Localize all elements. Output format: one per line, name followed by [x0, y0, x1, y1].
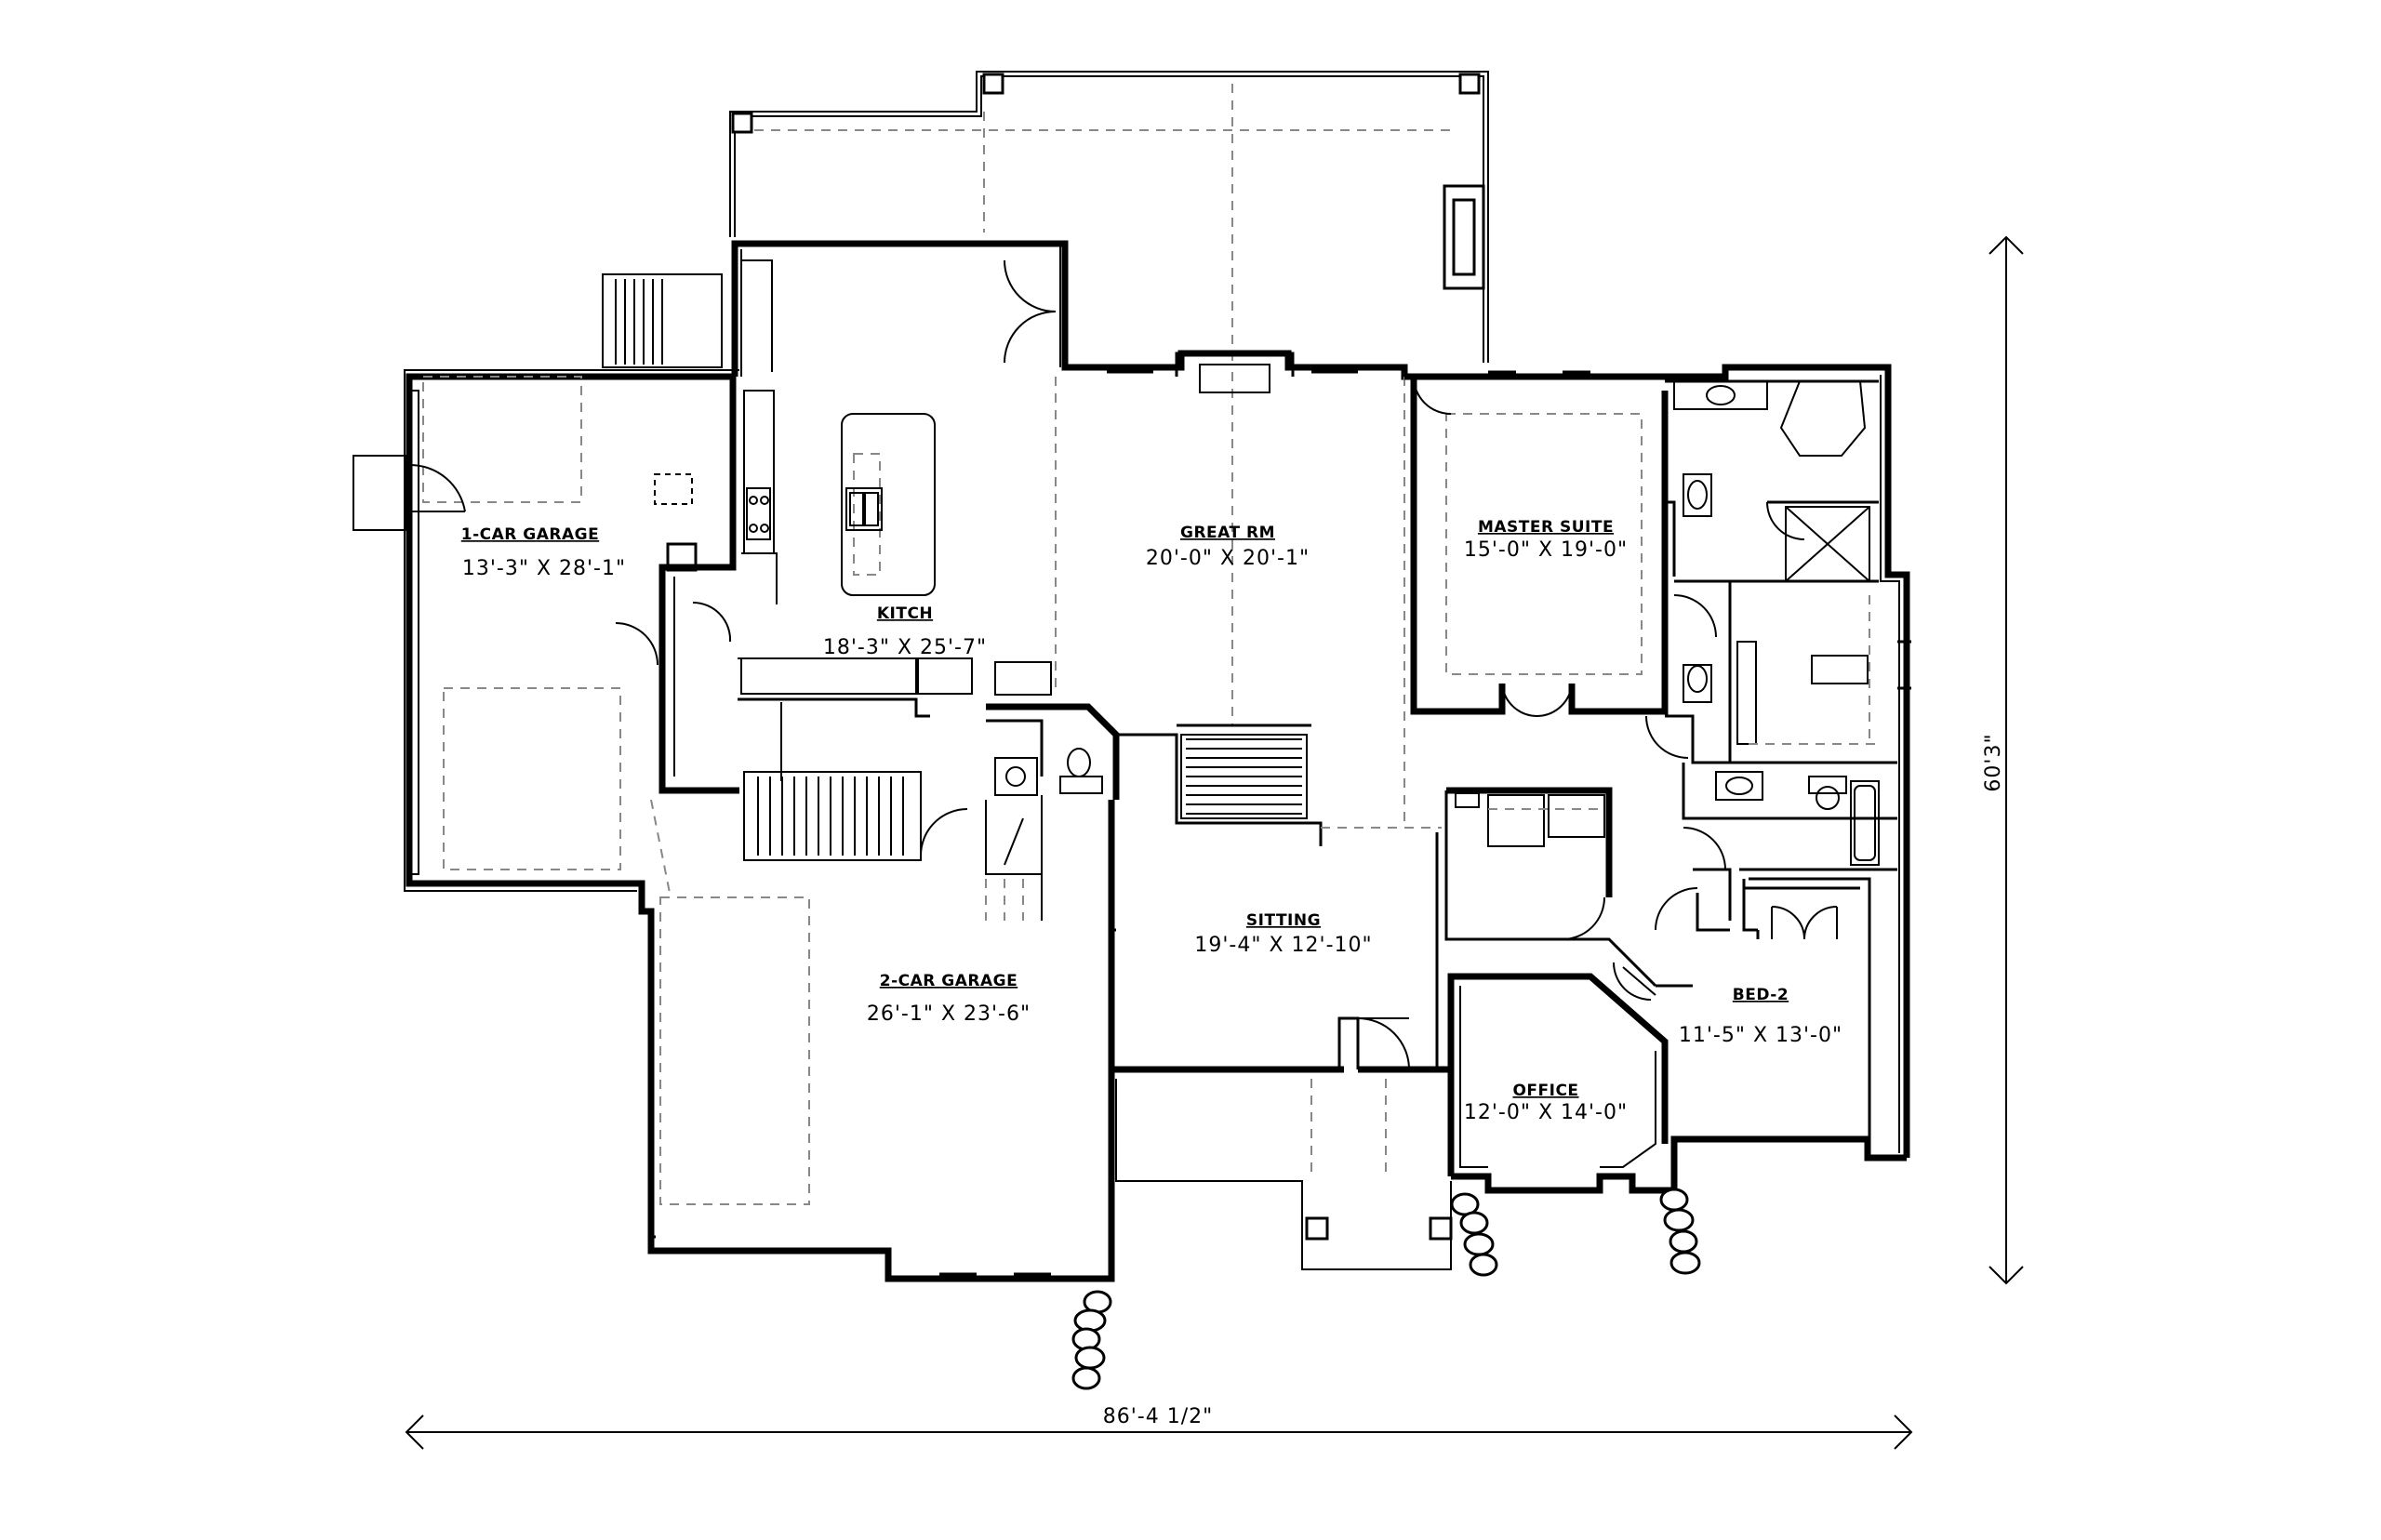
garage2-name: 2-CAR GARAGE — [880, 972, 1018, 990]
sitting-name: SITTING — [1246, 911, 1321, 930]
master-suite-dims: 15'-0" X 19'-0" — [1464, 538, 1628, 562]
master-suite-name: MASTER SUITE — [1478, 518, 1614, 537]
exterior-walls — [352, 240, 1910, 1282]
main-stairs — [743, 771, 968, 861]
kitchen-interior — [738, 242, 1061, 781]
garage1-dims: 13'-3" X 28'-1" — [462, 557, 626, 580]
rear-covered-patio — [729, 71, 1489, 363]
kitchen-dims: 18'-3" X 25'-7" — [823, 636, 987, 659]
hall-bath-and-laundry — [1444, 763, 1897, 941]
bed2-dims: 11'-5" X 13'-0" — [1679, 1024, 1842, 1047]
rear-steps — [602, 273, 723, 368]
great-room-dims: 20'-0" X 20'-1" — [1146, 547, 1310, 570]
bed2-interior — [1656, 877, 1871, 1148]
overall-depth-label: 60'3" — [1982, 733, 2005, 791]
powder-room — [985, 703, 1120, 921]
garage1-name: 1-CAR GARAGE — [461, 525, 599, 544]
sitting-interior — [1111, 832, 1453, 1241]
master-bath-interior — [1645, 379, 1911, 764]
stone-columns — [1071, 1188, 1701, 1390]
bed2-name: BED-2 — [1733, 986, 1789, 1004]
office-dims: 12'-0" X 14'-0" — [1464, 1101, 1628, 1124]
sitting-dims: 19'-4" X 12'-10" — [1194, 934, 1372, 957]
overall-width-dimension — [405, 1414, 1913, 1450]
office-name: OFFICE — [1512, 1082, 1578, 1100]
office-interior — [1451, 937, 1657, 1168]
great-room-interior — [1055, 352, 1405, 828]
overall-depth-dimension — [1989, 235, 2024, 1285]
kitchen-name: KITCH — [877, 604, 933, 623]
master-suite-interior — [1404, 370, 1669, 718]
great-room-name: GREAT RM — [1180, 524, 1275, 542]
garage2-dims: 26'-1" X 23'-6" — [867, 1002, 1031, 1026]
sitting-stairs — [1116, 724, 1442, 846]
garage2-interior — [650, 799, 1116, 1279]
garage1-interior — [408, 376, 739, 875]
overall-width-label: 86'-4 1/2" — [1103, 1405, 1214, 1428]
